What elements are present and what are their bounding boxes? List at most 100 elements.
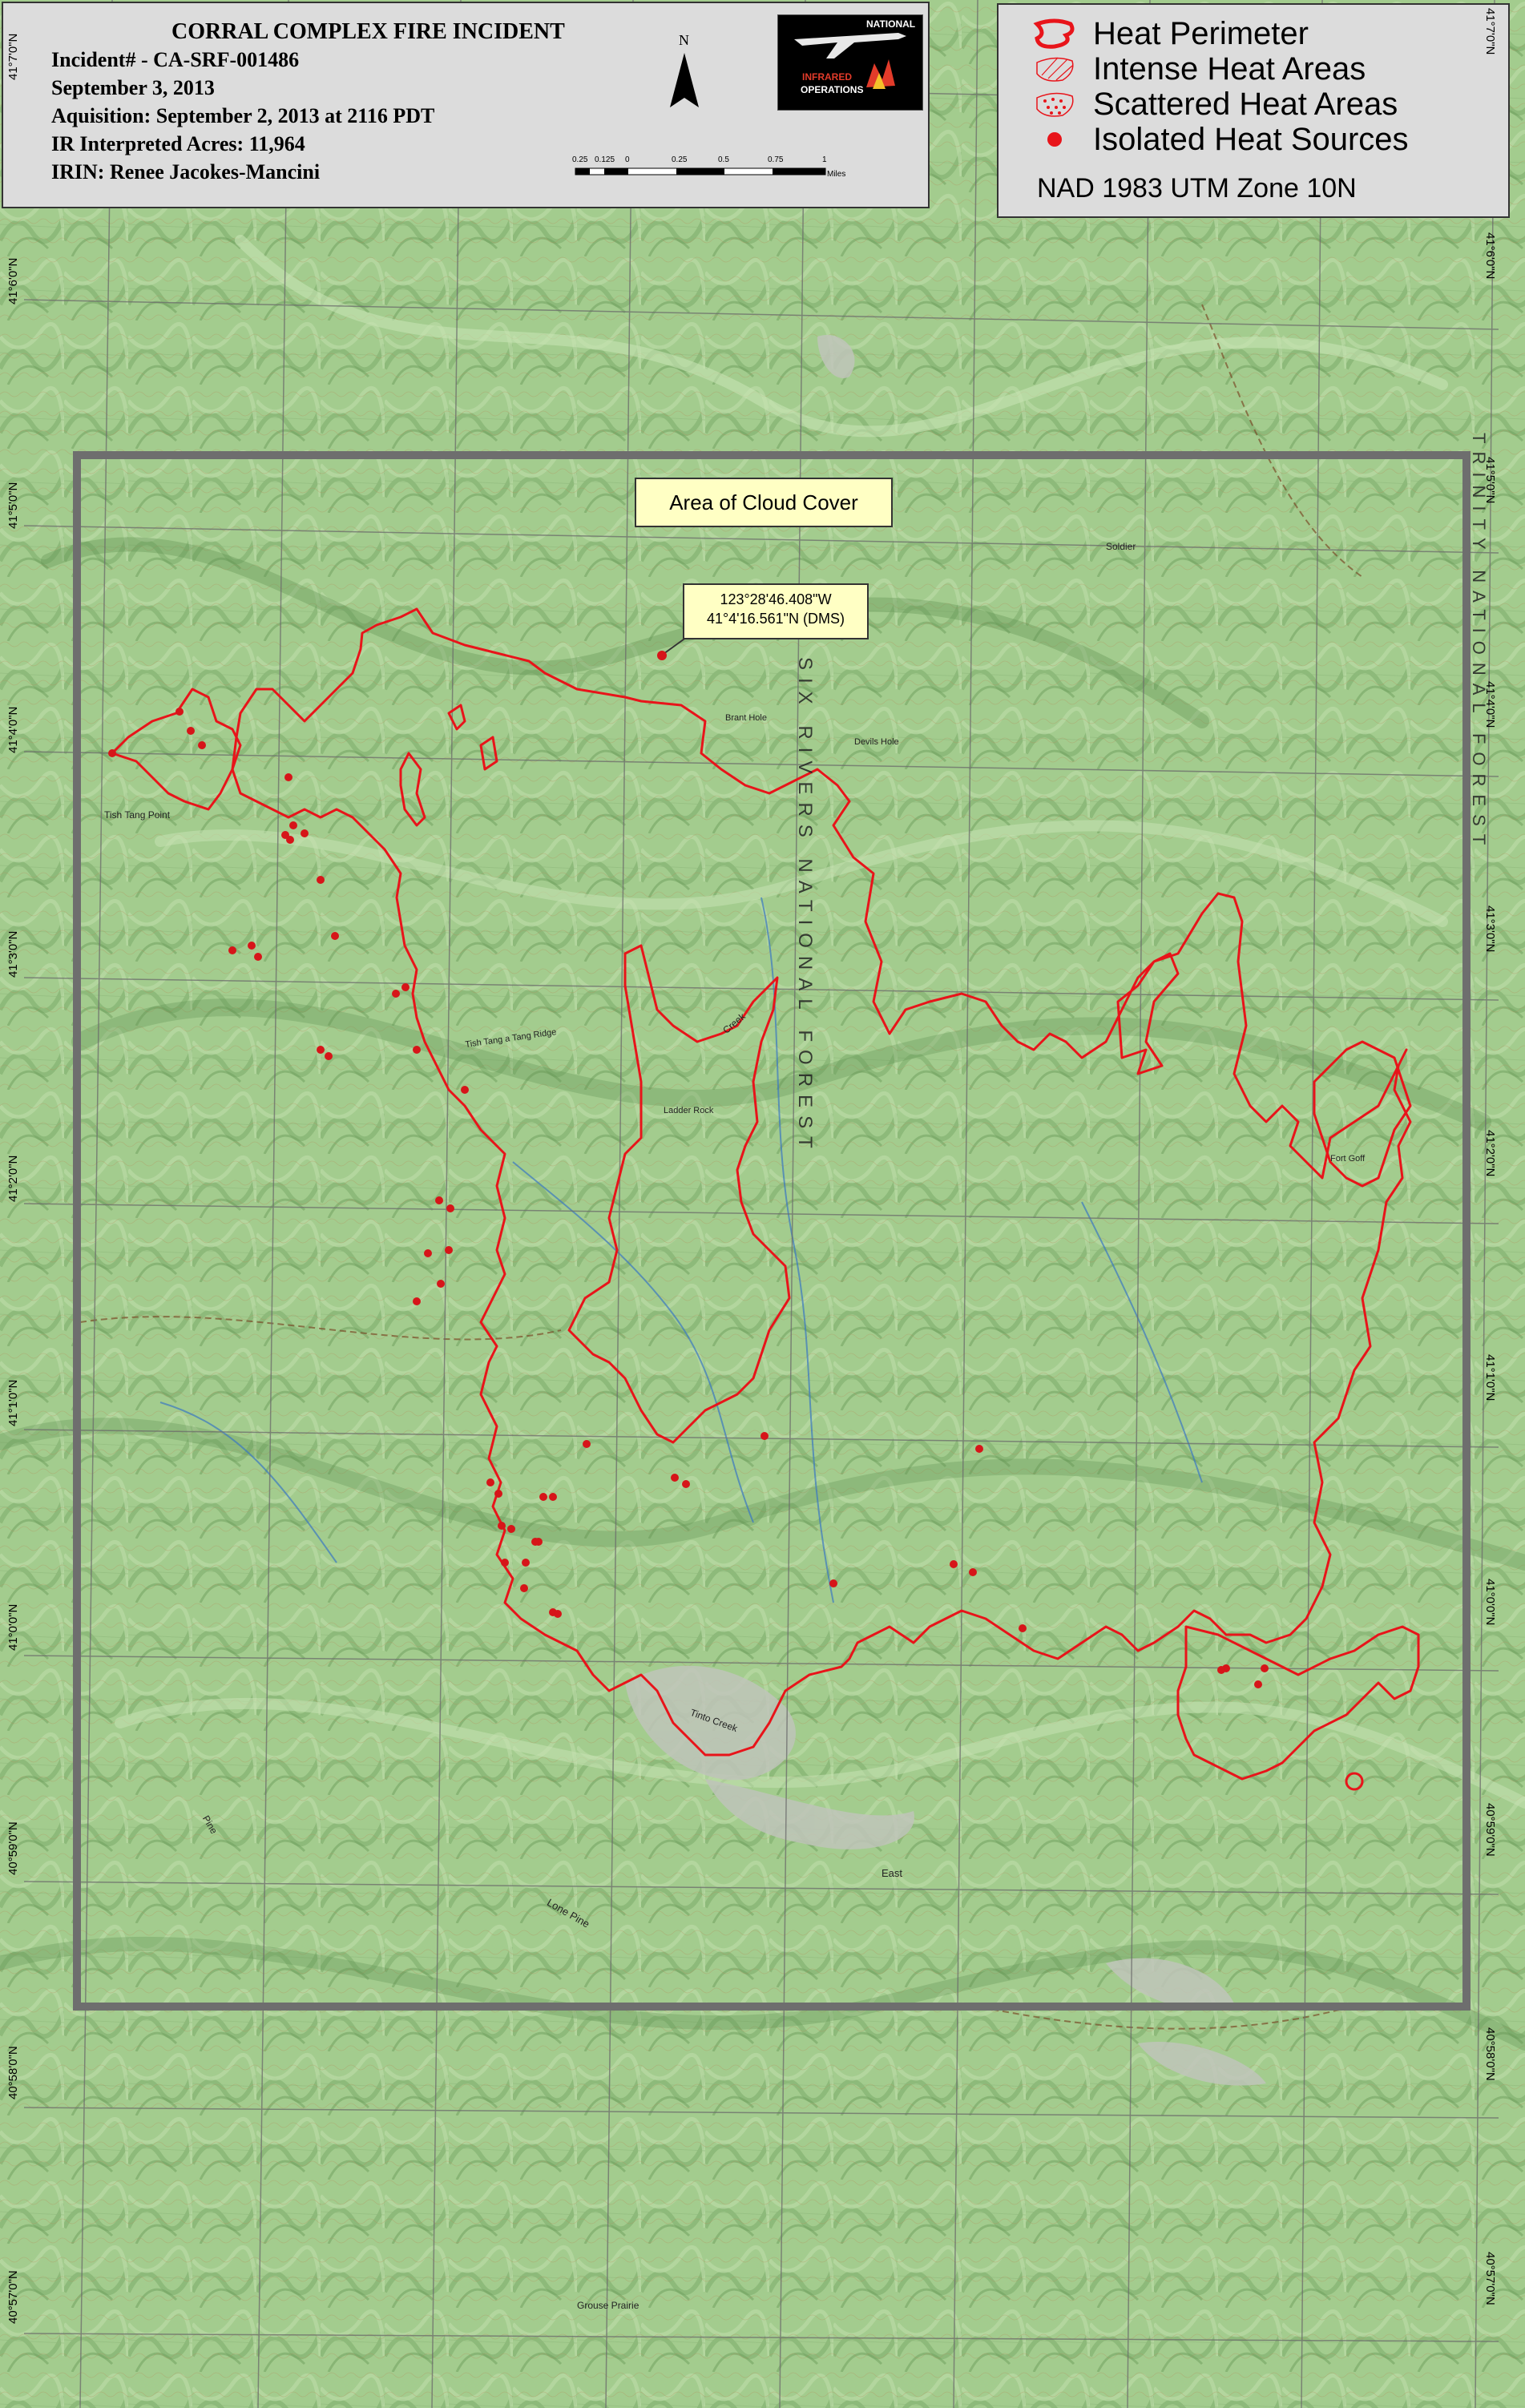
heat-point — [413, 1297, 421, 1305]
lat-label-left: 40°59'0"N — [6, 1821, 20, 1875]
heat-point — [108, 749, 116, 757]
place-label: East — [882, 1867, 903, 1879]
heat-point — [760, 1432, 769, 1440]
heat-point — [461, 1086, 469, 1094]
lat-label-right: 41°7'0"N — [1483, 8, 1497, 55]
lat-label-left: 41°0'0"N — [6, 1603, 20, 1651]
logo-national-text: NATIONAL — [866, 18, 916, 30]
incident-date: September 3, 2013 — [51, 76, 215, 99]
small-perimeter-b — [447, 704, 466, 731]
heat-point — [301, 829, 309, 837]
heat-point — [317, 876, 325, 884]
heat-point — [522, 1559, 530, 1567]
hatched-area-icon — [1036, 57, 1074, 82]
scale-tick: 0 — [625, 155, 630, 164]
place-label: Fort Goff — [1330, 1154, 1366, 1164]
lat-label-left: 40°57'0"N — [6, 2270, 20, 2324]
heat-point — [494, 1490, 502, 1498]
heat-point — [317, 1046, 325, 1054]
graticule-parallel — [23, 2107, 1499, 2119]
small-perimeter-c — [479, 736, 498, 771]
heat-point — [413, 1046, 421, 1054]
heat-point — [1254, 1680, 1262, 1688]
legend: Heat Perimeter Intense Heat Areas Scatte… — [997, 3, 1510, 218]
heat-point — [507, 1525, 515, 1533]
heat-point — [539, 1493, 547, 1501]
heat-point — [583, 1440, 591, 1448]
scale-bar: 0.25 0.125 0 0.25 0.5 0.75 1 Miles — [569, 155, 845, 188]
heat-point — [424, 1249, 432, 1257]
heat-point — [829, 1579, 837, 1587]
logo-infrared-text: INFRARED — [802, 71, 852, 83]
callout-longitude: 123°28'46.408"W — [720, 591, 832, 607]
heat-point — [331, 932, 339, 940]
roads — [79, 304, 1363, 2030]
graticule-parallel — [23, 977, 1499, 1001]
lat-label-right: 41°3'0"N — [1483, 906, 1497, 953]
main-heat-perimeter — [231, 607, 1412, 1757]
heat-point — [1261, 1664, 1269, 1672]
heat-point — [1217, 1666, 1225, 1674]
north-label: N — [679, 32, 689, 48]
acquisition-time: Aquisition: September 2, 2013 at 2116 PD… — [51, 104, 435, 127]
logo-operations-text: OPERATIONS — [801, 84, 864, 95]
heat-point-icon — [1047, 132, 1062, 147]
center-island-perimeter — [567, 944, 791, 1444]
scale-tick: 0.125 — [595, 155, 615, 164]
graticule-parallel — [23, 2333, 1499, 2342]
heat-point — [175, 708, 184, 716]
southeast-perimeter — [1176, 1625, 1420, 1781]
heat-point — [248, 942, 256, 950]
interpreted-acres: IR Interpreted Acres: 11,964 — [51, 132, 305, 155]
heat-point — [286, 836, 294, 844]
ridgelines — [0, 235, 1525, 2051]
heat-point — [554, 1610, 562, 1618]
graticule-parallel — [23, 299, 1499, 330]
heat-point — [1019, 1624, 1027, 1632]
heat-point — [531, 1538, 539, 1546]
heat-point — [254, 953, 262, 961]
east-perimeter — [1313, 1040, 1412, 1188]
graticule-parallel — [23, 751, 1499, 777]
lat-label-left: 41°6'0"N — [6, 257, 20, 305]
cloud-cover-label: Area of Cloud Cover — [635, 478, 893, 527]
heat-point — [671, 1474, 679, 1482]
legend-heat-perimeter: Heat Perimeter — [1093, 16, 1309, 51]
lat-label-right: 40°57'0"N — [1483, 2252, 1497, 2305]
heat-point — [289, 821, 297, 829]
heat-point — [392, 990, 400, 998]
place-label: Brant Hole — [725, 713, 767, 723]
legend-scattered-heat: Scattered Heat Areas — [1093, 87, 1398, 122]
graticule-parallel — [23, 1655, 1499, 1672]
lat-label-right: 41°2'0"N — [1483, 1130, 1497, 1177]
irin-name: IRIN: Renee Jacokes-Mancini — [51, 160, 321, 184]
heat-point — [486, 1478, 494, 1486]
place-label: Grouse Prairie — [577, 2300, 639, 2311]
heat-point — [950, 1560, 958, 1568]
heat-point — [501, 1559, 509, 1567]
place-label: Ladder Rock — [664, 1106, 714, 1115]
west-lobe-perimeter — [111, 688, 242, 811]
heat-point — [187, 727, 195, 735]
legend-isolated-heat: Isolated Heat Sources — [1093, 122, 1409, 157]
heat-point — [437, 1280, 445, 1288]
forest-label-trinity: TRINITY NATIONAL FOREST — [1469, 433, 1489, 853]
lat-label-left: 41°2'0"N — [6, 1155, 20, 1202]
forest-label-six-rivers: SIX RIVERS NATIONAL FOREST — [794, 657, 816, 1156]
heat-point — [284, 773, 292, 781]
graticule-parallel — [23, 1881, 1499, 1895]
coordinate-callout: 123°28'46.408"W 41°4'16.561"N (DMS) — [683, 583, 869, 639]
lat-label-right: 40°59'0"N — [1483, 1803, 1497, 1857]
lat-label-left: 41°3'0"N — [6, 930, 20, 978]
scale-unit: Miles — [827, 170, 846, 179]
bare-areas — [625, 335, 1266, 2086]
heat-point — [969, 1568, 977, 1576]
small-perimeter-d — [1345, 1772, 1364, 1791]
heat-point — [682, 1480, 690, 1488]
heat-point — [435, 1196, 443, 1204]
scale-tick: 0.25 — [672, 155, 688, 164]
heat-point — [228, 946, 236, 954]
